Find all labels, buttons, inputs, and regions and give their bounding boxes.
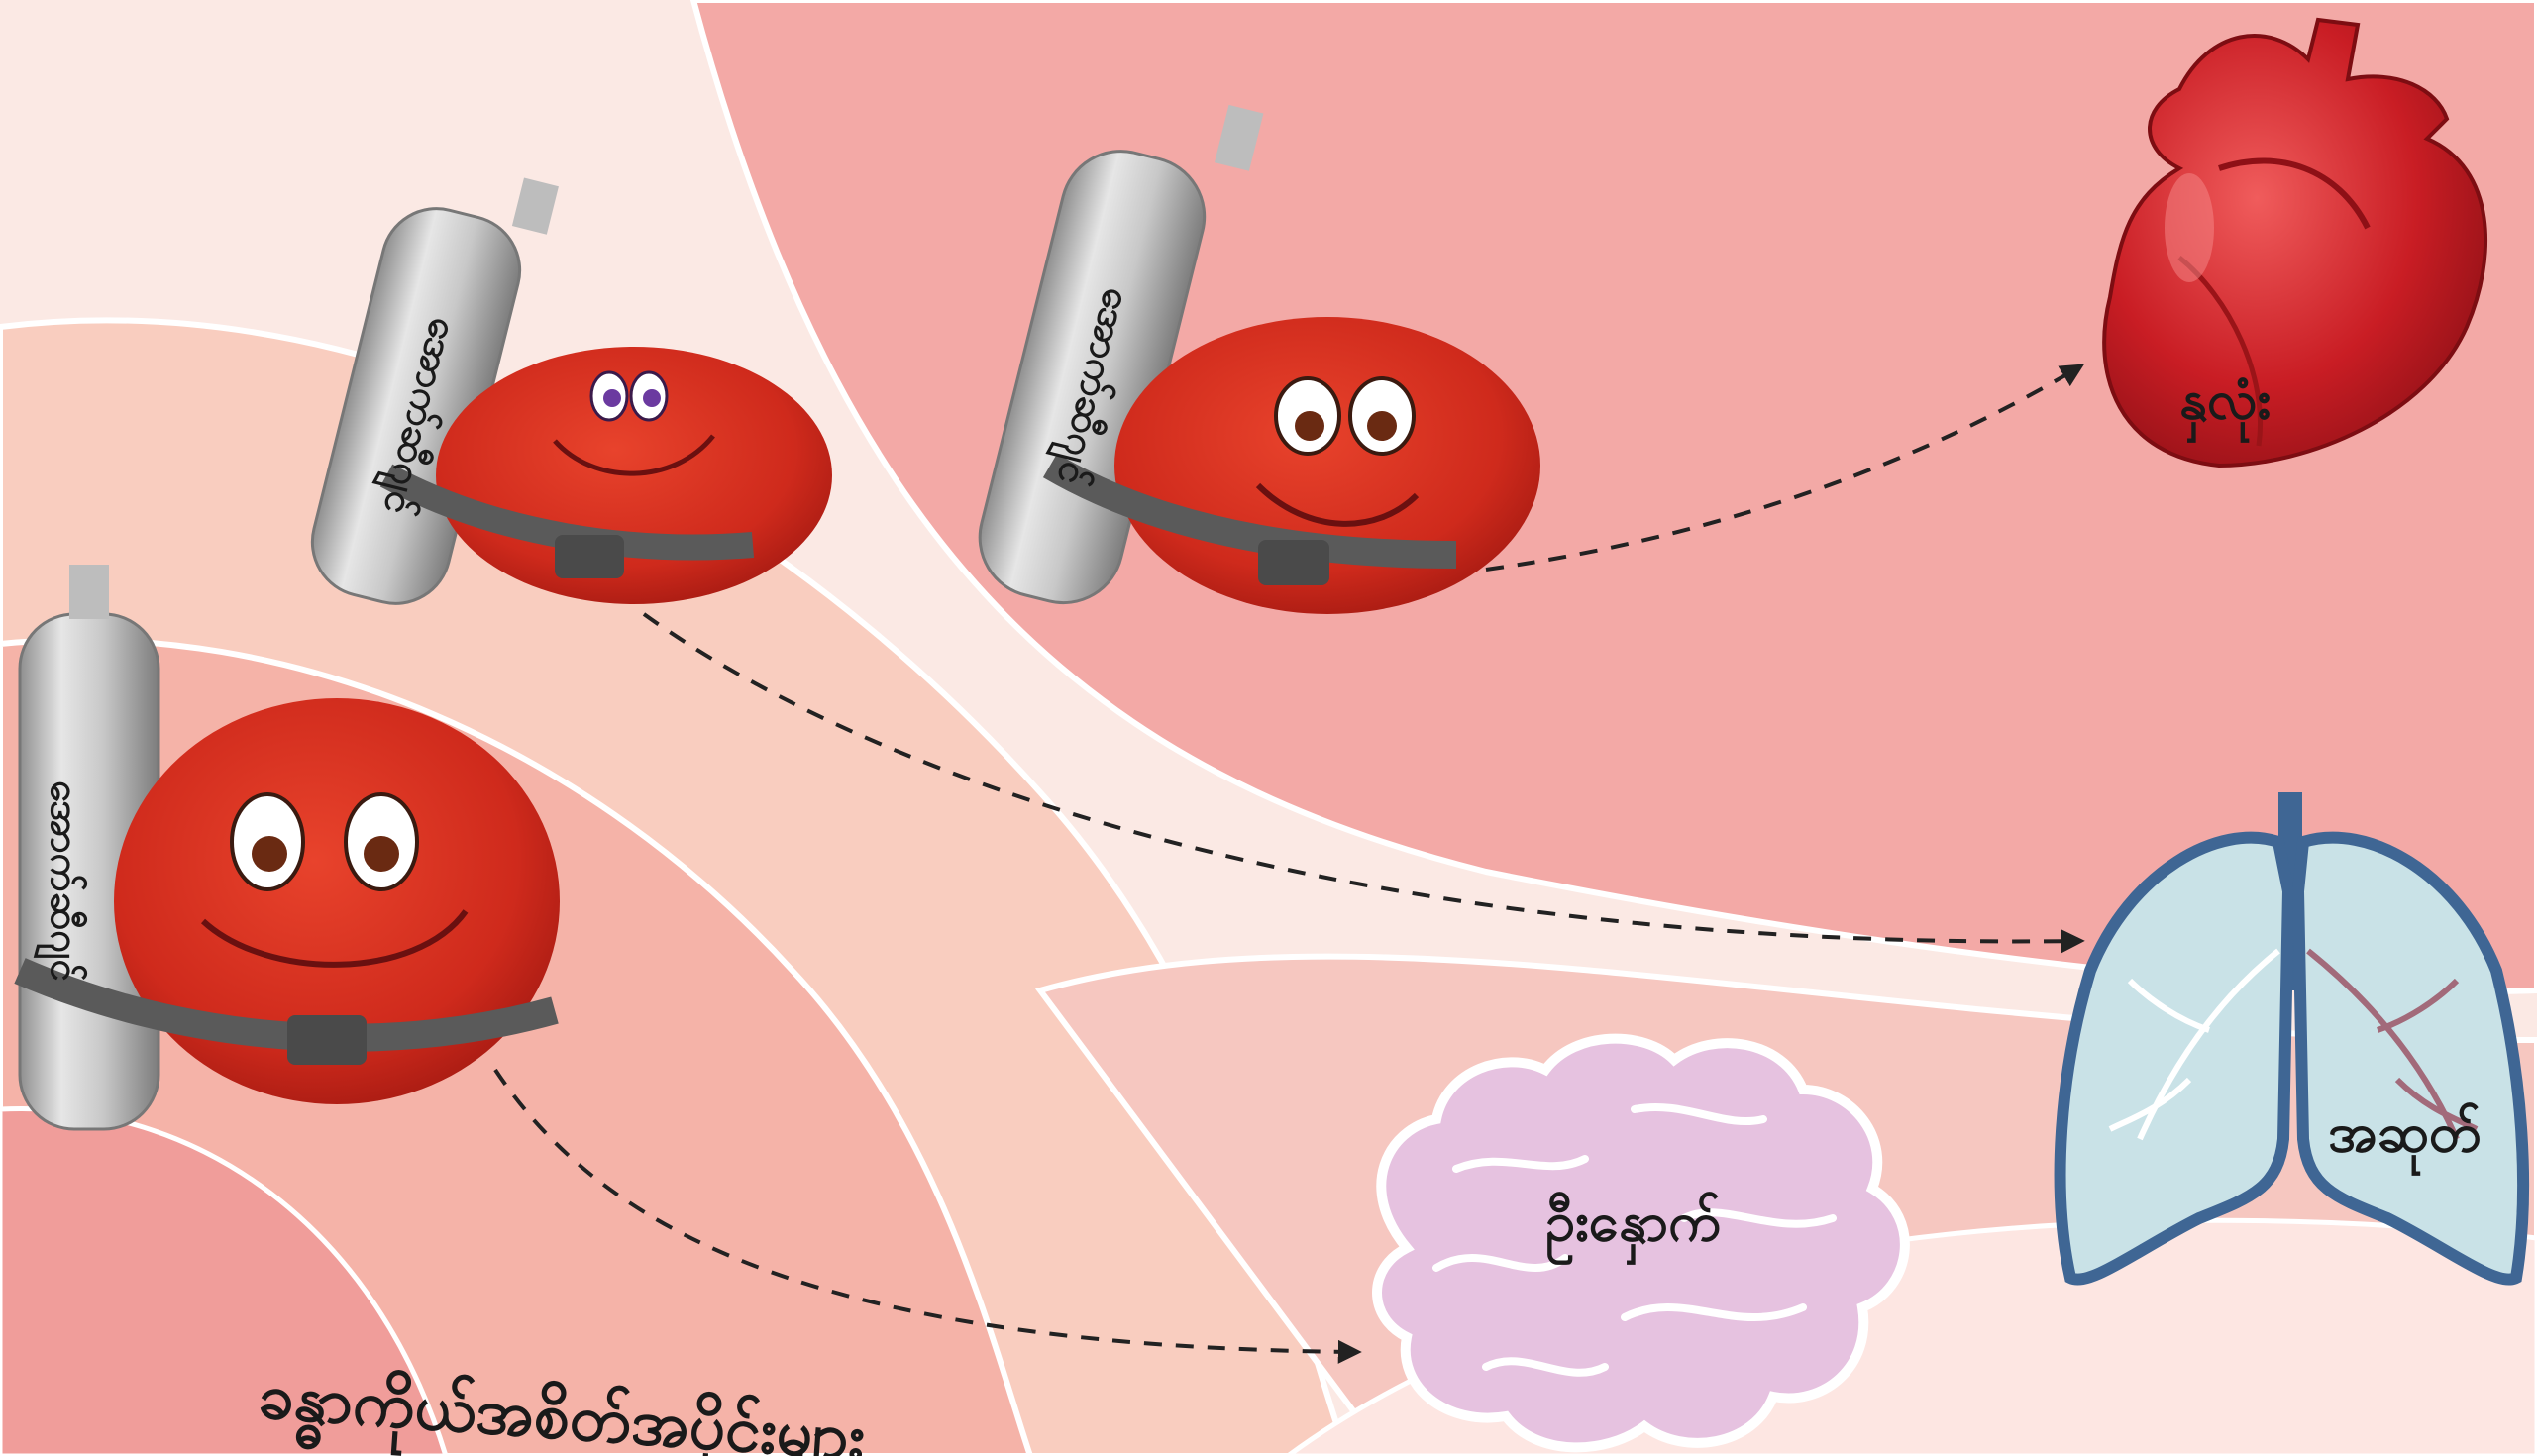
heart-label: နှလုံး	[2179, 366, 2271, 445]
tank-label-3: အောက်ဆီဂျင်	[32, 780, 90, 982]
brain-label: ဦးနှောက်	[1545, 1189, 1721, 1267]
lungs-label: အဆုတ်	[2328, 1099, 2481, 1178]
